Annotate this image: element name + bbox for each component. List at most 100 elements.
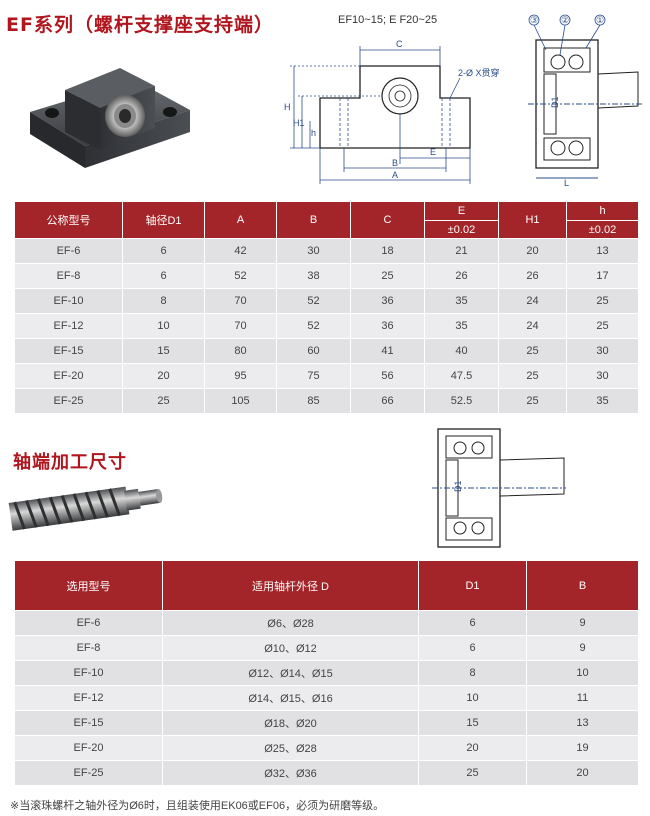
table-cell: 15	[418, 710, 527, 736]
table-cell: 25	[566, 313, 639, 339]
table-cell: EF-10	[14, 288, 123, 314]
table-cell: 52	[276, 288, 351, 314]
variant-note: EF10~15; E F20~25	[338, 14, 438, 26]
table-cell: 56	[350, 363, 425, 389]
table-cell: 41	[350, 338, 425, 364]
dim-small-h-label: h	[311, 128, 316, 138]
side-d1-label: D1	[550, 96, 560, 108]
shaft-col-screw-od: 适用轴杆外径 D	[162, 560, 419, 611]
table-cell: 6	[418, 610, 527, 636]
table-cell: 42	[204, 238, 277, 264]
col-e-tolerance: ±0.02	[424, 220, 499, 239]
col-model: 公称型号	[14, 201, 123, 239]
table-cell: 25	[498, 363, 567, 389]
table-cell: 19	[526, 735, 639, 761]
table-cell: 38	[276, 263, 351, 289]
table-cell: 95	[204, 363, 277, 389]
side-view-drawing: ③ ② ① D1 L	[528, 14, 644, 188]
table-cell: 36	[350, 288, 425, 314]
table-cell: 6	[122, 238, 205, 264]
table-cell: 36	[350, 313, 425, 339]
page-title: EF系列（螺杆支撑座支持端）	[6, 14, 274, 36]
table-cell: 25	[498, 388, 567, 414]
table-cell: 26	[424, 263, 499, 289]
table-cell: EF-12	[14, 685, 163, 711]
table-cell: 13	[566, 238, 639, 264]
table-cell: EF-15	[14, 710, 163, 736]
table-cell: 35	[566, 388, 639, 414]
dim-e-label: E	[430, 147, 436, 157]
table-cell: Ø18、Ø20	[162, 710, 419, 736]
col-c: C	[350, 201, 425, 239]
support-block-photo	[30, 68, 190, 168]
table-cell: Ø12、Ø14、Ø15	[162, 660, 419, 686]
section-title-shaft-end: 轴端加工尺寸	[13, 452, 127, 473]
col-e: E	[424, 201, 499, 221]
table-cell: 47.5	[424, 363, 499, 389]
table-cell: Ø10、Ø12	[162, 635, 419, 661]
table-cell: 66	[350, 388, 425, 414]
table-cell: 35	[424, 313, 499, 339]
dim-h-label: H	[284, 102, 291, 112]
table-cell: 8	[122, 288, 205, 314]
shaft-col-d1: D1	[418, 560, 527, 611]
col-a: A	[204, 201, 277, 239]
table-cell: 52	[204, 263, 277, 289]
table-cell: 26	[498, 263, 567, 289]
shaft-end-drawing: D1	[432, 428, 566, 548]
dim-b-label: B	[392, 158, 398, 168]
table-cell: 9	[526, 610, 639, 636]
table-cell: EF-25	[14, 760, 163, 786]
table-cell: Ø25、Ø28	[162, 735, 419, 761]
shaft-end-d1-label: D1	[453, 480, 463, 492]
footnote: ※当滚珠螺杆之轴外径为Ø6时，且组装使用EK06或EF06，必须为研磨等级。	[10, 800, 385, 812]
table-cell: 80	[204, 338, 277, 364]
front-view-drawing: C 2-Ø X贯穿 H H1 h E B A	[284, 39, 500, 184]
side-l-label: L	[564, 178, 569, 188]
table-cell: 18	[350, 238, 425, 264]
table-cell: 11	[526, 685, 639, 711]
table-cell: 25	[418, 760, 527, 786]
table-cell: 52.5	[424, 388, 499, 414]
shaft-col-model: 选用型号	[14, 560, 163, 611]
table-cell: 25	[122, 388, 205, 414]
col-h-tolerance: ±0.02	[566, 220, 639, 239]
table-cell: 9	[526, 635, 639, 661]
table-cell: 30	[566, 338, 639, 364]
table-cell: EF-6	[14, 610, 163, 636]
ball-screw-photo	[8, 486, 163, 531]
table-cell: EF-8	[14, 635, 163, 661]
table-cell: EF-15	[14, 338, 123, 364]
table-cell: 70	[204, 313, 277, 339]
table-cell: EF-10	[14, 660, 163, 686]
table-cell: EF-25	[14, 388, 123, 414]
table-cell: 24	[498, 288, 567, 314]
table-cell: 30	[276, 238, 351, 264]
table-cell: 10	[418, 685, 527, 711]
shaft-col-b: B	[526, 560, 639, 611]
table-cell: 20	[418, 735, 527, 761]
table-cell: 25	[566, 288, 639, 314]
table-cell: 24	[498, 313, 567, 339]
col-h1: H1	[498, 201, 567, 239]
table-cell: 35	[424, 288, 499, 314]
table-cell: 52	[276, 313, 351, 339]
callout-1: ①	[596, 15, 604, 25]
dim-c-label: C	[396, 39, 403, 49]
table-cell: 6	[122, 263, 205, 289]
